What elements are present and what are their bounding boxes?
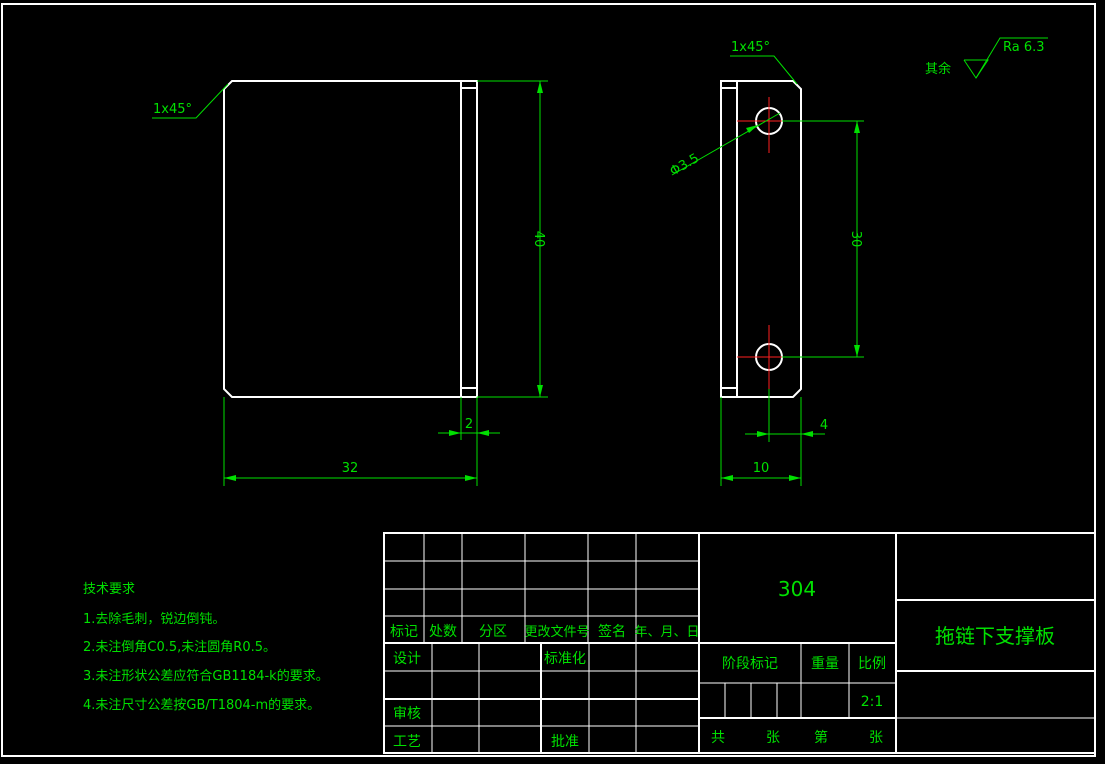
front-view-outline <box>223 80 478 398</box>
tb-weight-label: 重量 <box>811 656 839 672</box>
roughness-check-icon <box>963 59 989 79</box>
dim-thickness-label: 10 <box>753 461 770 476</box>
hole-diameter-arrow <box>746 125 758 133</box>
dim-width-arrow-right <box>465 475 477 481</box>
tb-part-name: 拖链下支撑板 <box>935 624 1055 648</box>
tb-design-label: 设计 <box>393 651 421 667</box>
tb-rev-header-mark: 标记 <box>390 624 418 640</box>
dim-recess-arrow-right <box>801 431 813 437</box>
roughness-symbol: 其余 Ra 6.3 <box>925 37 1048 79</box>
dim-step-arrow-left <box>449 430 461 436</box>
roughness-leader <box>975 37 1048 79</box>
technical-notes: 技术要求 1.去除毛刺，锐边倒钝。 2.未注倒角C0.5,未注圆角R0.5。 3… <box>83 582 329 713</box>
tb-standardize-label: 标准化 <box>544 651 586 667</box>
tb-stage-mark-label: 阶段标记 <box>722 656 778 672</box>
side-chamfer-label: 1x45° <box>731 40 770 55</box>
hole-diameter-leader <box>671 112 781 176</box>
notes-item-4: 4.未注尺寸公差按GB/T1804-m的要求。 <box>83 697 320 713</box>
tb-rev-header-docno: 更改文件号 <box>524 625 589 640</box>
tb-rev-header-sign: 签名 <box>598 623 626 640</box>
dim-width-arrow-left <box>224 475 236 481</box>
tb-rev-header-zone: 分区 <box>479 624 507 640</box>
side-view: 1x45° Φ3.5 30 4 10 <box>668 40 864 486</box>
tb-approve-label: 批准 <box>551 734 579 750</box>
title-block: 标记 处数 分区 更改文件号 签名 年、月、日 设计 标准化 审核 工艺 批准 … <box>383 532 1096 754</box>
roughness-value: Ra 6.3 <box>1003 40 1045 55</box>
side-chamfer-leader <box>730 55 798 85</box>
dim-spacing-arrow-bottom <box>854 345 860 357</box>
tb-scale-value: 2:1 <box>861 694 884 710</box>
tb-material: 304 <box>778 577 816 601</box>
front-view: 1x45° 40 2 32 <box>152 80 548 486</box>
notes-title: 技术要求 <box>83 582 135 597</box>
tb-review-label: 审核 <box>393 706 421 722</box>
dim-height-arrow-top <box>537 81 543 93</box>
tb-rev-header-date: 年、月、日 <box>634 625 699 640</box>
tb-scale-label: 比例 <box>858 656 886 672</box>
dim-thickness-arrow-right <box>789 475 801 481</box>
notes-item-3: 3.未注形状公差应符合GB1184-k的要求。 <box>83 668 329 684</box>
dim-recess-label: 4 <box>820 418 828 433</box>
hole-diameter-label: Φ3.5 <box>668 151 702 179</box>
roughness-rest-label: 其余 <box>925 61 951 77</box>
dim-height-arrow-bottom <box>537 385 543 397</box>
front-chamfer-label: 1x45° <box>153 102 192 117</box>
dim-thickness-arrow-left <box>721 475 733 481</box>
dim-step-label: 2 <box>465 417 473 432</box>
dim-step-arrow-right <box>477 430 489 436</box>
tb-process-label: 工艺 <box>393 734 421 750</box>
side-view-outline <box>720 80 802 398</box>
front-chamfer-leader <box>152 83 229 119</box>
notes-item-1: 1.去除毛刺，锐边倒钝。 <box>83 612 225 627</box>
dim-height-label: 40 <box>531 231 546 248</box>
dim-width-label: 32 <box>342 461 359 476</box>
tb-sheet-unit2: 张 <box>869 730 883 746</box>
dim-spacing-label: 30 <box>848 231 863 248</box>
notes-item-2: 2.未注倒角C0.5,未注圆角R0.5。 <box>83 640 276 655</box>
tb-sheet-unit1: 张 <box>766 730 780 746</box>
tb-sheet-no: 第 <box>814 729 828 746</box>
drawing-border <box>1 3 1096 757</box>
tb-rev-header-count: 处数 <box>429 624 457 640</box>
dim-spacing-arrow-top <box>854 121 860 133</box>
dim-recess-arrow-left <box>757 431 769 437</box>
tb-sheet-total: 共 <box>711 730 725 746</box>
